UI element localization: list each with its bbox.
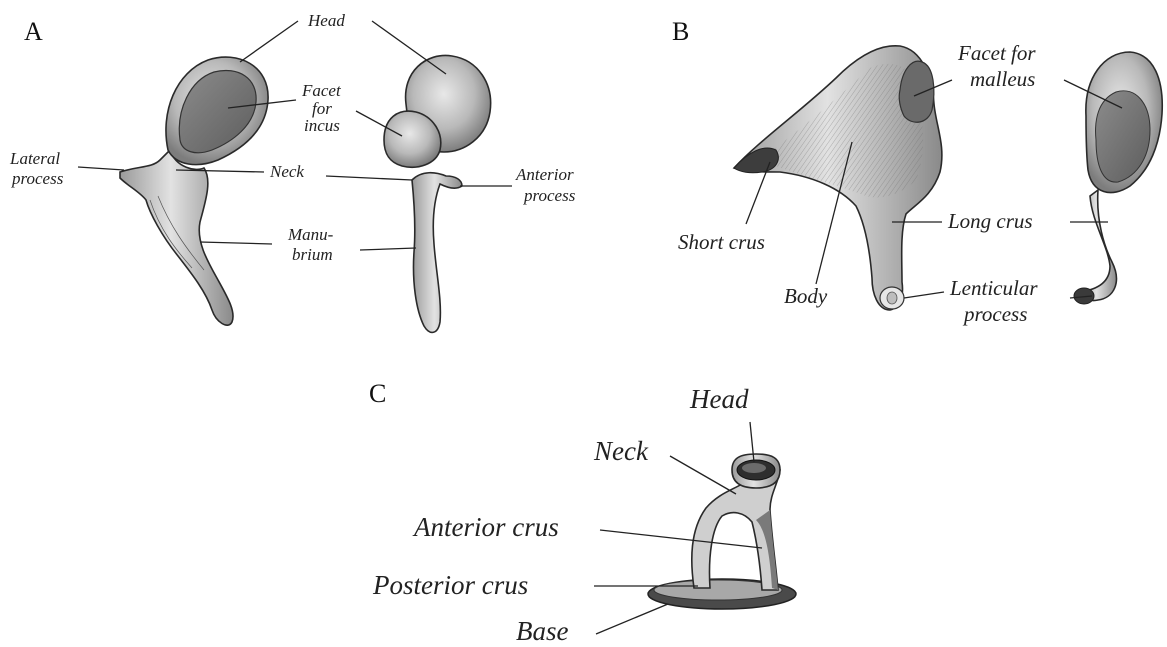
label-manubrium-line1: Manu- bbox=[287, 225, 334, 244]
label-neck-a: Neck bbox=[269, 162, 304, 181]
label-head-a: Head bbox=[307, 11, 345, 30]
label-body: Body bbox=[784, 284, 828, 308]
label-head-c: Head bbox=[689, 384, 749, 414]
label-short-crus: Short crus bbox=[678, 230, 765, 254]
label-lenticular-line2: process bbox=[962, 302, 1027, 326]
label-anterior-line2: process bbox=[523, 186, 576, 205]
malleus-medial-view bbox=[384, 55, 491, 332]
label-lenticular-line1: Lenticular bbox=[949, 276, 1038, 300]
incus-lateral-view bbox=[734, 46, 942, 310]
label-neck-c: Neck bbox=[593, 436, 649, 466]
label-base: Base bbox=[516, 616, 569, 646]
label-facet-line2-b: malleus bbox=[970, 67, 1035, 91]
label-facet-line3-a: incus bbox=[304, 116, 340, 135]
incus-medial-view bbox=[1074, 52, 1162, 304]
label-long-crus: Long crus bbox=[947, 209, 1033, 233]
malleus-lateral-view bbox=[120, 57, 268, 325]
label-lateral-line2: process bbox=[11, 169, 64, 188]
label-posterior-crus: Posterior crus bbox=[372, 570, 528, 600]
label-anterior-crus: Anterior crus bbox=[412, 512, 559, 542]
panel-a: A Head Facet for bbox=[9, 11, 576, 332]
label-facet-line1-b: Facet for bbox=[957, 41, 1036, 65]
panel-b-letter: B bbox=[672, 17, 689, 46]
panel-c: C Head Neck Anterior crus Posterior crus… bbox=[369, 379, 796, 646]
label-manubrium-line2: brium bbox=[292, 245, 333, 264]
label-lateral-line1: Lateral bbox=[9, 149, 60, 168]
panel-c-letter: C bbox=[369, 379, 386, 408]
panel-b: B Facet for malle bbox=[672, 17, 1162, 326]
label-anterior-line1: Anterior bbox=[515, 165, 574, 184]
label-facet-line1-a: Facet bbox=[301, 81, 342, 100]
panel-a-letter: A bbox=[24, 17, 43, 46]
